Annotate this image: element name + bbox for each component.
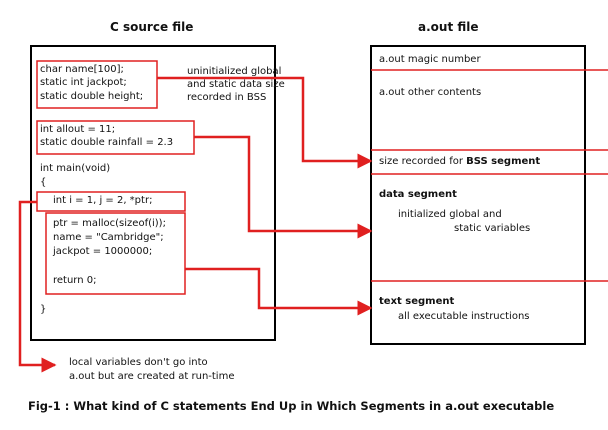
data-segment-title: data segment xyxy=(379,189,457,200)
code-line: static double rainfall = 2.3 xyxy=(40,137,174,148)
text-segment-desc: all executable instructions xyxy=(398,311,530,322)
statements-box xyxy=(45,212,186,295)
local-arrow xyxy=(18,200,57,373)
aout-file-title: a.out file xyxy=(418,20,479,34)
code-line: return 0; xyxy=(53,275,97,286)
code-line: int allout = 11; xyxy=(40,124,116,135)
bss-note-line: and static data size xyxy=(187,79,285,90)
bss-note-line: recorded in BSS xyxy=(187,92,267,103)
bss-vars-box xyxy=(36,60,158,109)
figure-caption: Fig-1 : What kind of C statements End Up… xyxy=(28,399,555,413)
code-line: name = "Cambridge"; xyxy=(53,232,164,243)
text-segment-title: text segment xyxy=(379,296,455,307)
segment-dividers xyxy=(371,69,608,282)
magic-number-label: a.out magic number xyxy=(379,54,481,65)
local-note-line: local variables don't go into xyxy=(69,357,208,368)
code-line: static int jackpot; xyxy=(40,77,127,88)
bss-segment-label: size recorded for BSS segment xyxy=(379,156,540,169)
code-line: ptr = malloc(sizeof(i)); xyxy=(53,218,166,229)
aout-file-box xyxy=(370,45,586,345)
local-note-line: a.out but are created at run-time xyxy=(69,371,235,382)
source-file-box xyxy=(30,45,276,341)
code-line: { xyxy=(40,177,47,188)
other-contents-label: a.out other contents xyxy=(379,87,482,98)
source-file-title: C source file xyxy=(110,20,194,34)
code-line: int main(void) xyxy=(40,163,111,174)
code-line: int i = 1, j = 2, *ptr; xyxy=(53,195,153,206)
code-line: char name[100]; xyxy=(40,64,124,75)
bss-bold: BSS segment xyxy=(466,156,541,167)
arrows xyxy=(18,76,373,373)
data-segment-desc: initialized global and xyxy=(398,209,502,220)
bss-note-line: uninitialized global xyxy=(187,66,282,77)
bss-arrow xyxy=(157,76,373,169)
data-segment-desc: static variables xyxy=(454,223,531,234)
code-line: } xyxy=(40,304,47,315)
bss-prefix: size recorded for xyxy=(379,156,467,167)
text-arrow xyxy=(185,267,373,316)
code-line: jackpot = 1000000; xyxy=(53,246,153,257)
code-line: static double height; xyxy=(40,91,144,102)
data-arrow xyxy=(194,135,373,239)
